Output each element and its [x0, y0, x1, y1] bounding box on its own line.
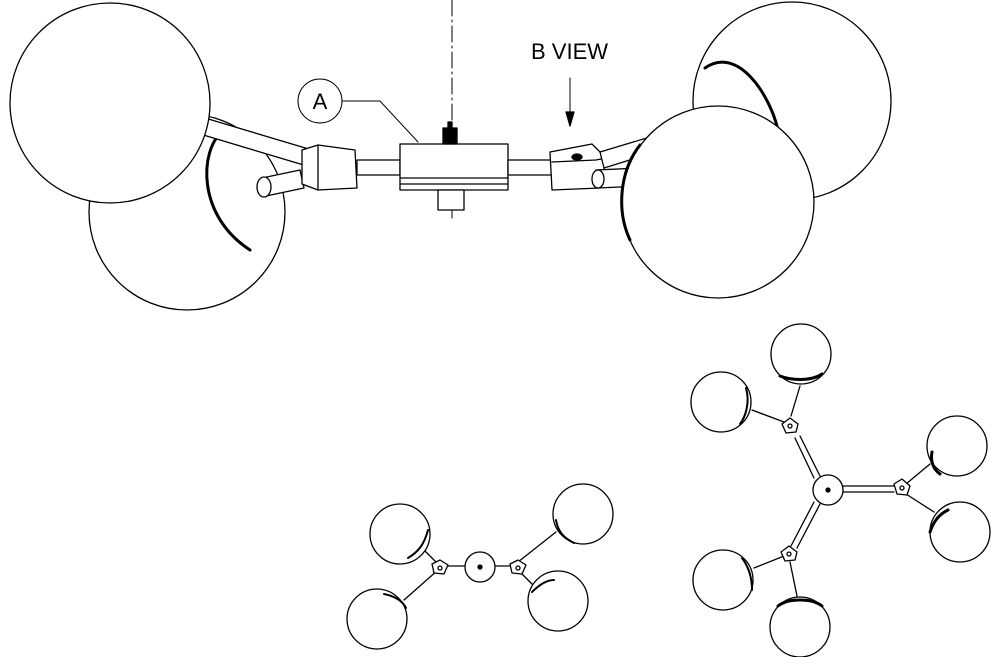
- left-connector: [301, 144, 358, 191]
- large-sphere-right-bottom: [929, 501, 991, 563]
- large-branch-rt: [905, 463, 931, 485]
- small-connector-left: [431, 559, 449, 575]
- sphere-right-rear-shadow: [703, 60, 780, 132]
- large-branch-ut: [790, 385, 801, 417]
- large-arm-lower: [796, 503, 821, 549]
- small-sphere-ll-shadow: [383, 593, 407, 609]
- small-arm-ur: [517, 531, 557, 563]
- large-sphere-right-top-shadow: [930, 450, 942, 476]
- small-sphere-ur: [552, 483, 614, 545]
- large-connector-bottom: [780, 545, 798, 562]
- small-connector-right: [509, 559, 527, 575]
- small-connector-right-hole: [515, 565, 521, 571]
- left-arm-lower-end: [256, 176, 272, 198]
- large-hub-center: [825, 487, 831, 493]
- small-sphere-ll: [346, 588, 408, 650]
- large-branch-ll: [753, 555, 785, 569]
- b-view-label: B VIEW: [531, 39, 608, 64]
- sphere-left-rear-shadow: [205, 130, 252, 252]
- hub-body: [399, 143, 509, 191]
- large-arm-upper-b: [794, 437, 815, 479]
- small-arm-ll: [403, 569, 439, 601]
- b-view-arrowhead: [565, 111, 575, 127]
- balloon-a-label: A: [313, 89, 328, 114]
- large-branch-lb: [789, 561, 798, 597]
- sphere-right-front-shadow: [620, 143, 642, 242]
- top-view-small: [346, 483, 614, 650]
- balloon-a: A: [297, 78, 419, 143]
- large-arm-upper: [799, 435, 821, 477]
- right-connector-hole: [571, 153, 583, 161]
- central-hub: [399, 121, 509, 211]
- side-view: A B VIEW: [9, 0, 892, 311]
- large-sphere-top: [770, 323, 832, 385]
- large-sphere-bottom-shadow: [776, 598, 824, 608]
- right-arm-lower-end: [591, 169, 605, 189]
- hub-bolt-stem: [447, 121, 453, 131]
- large-connector-right: [893, 478, 911, 496]
- large-sphere-upper-left-shadow: [739, 387, 749, 425]
- large-branch-ul: [751, 409, 785, 423]
- small-hub-center: [477, 564, 483, 570]
- large-connector-right-hole: [899, 485, 905, 491]
- sphere-right-front: [621, 105, 815, 299]
- small-sphere-ul-shadow: [407, 529, 429, 559]
- large-arm-lower-b: [790, 501, 815, 547]
- hub-nut-bottom: [437, 189, 465, 211]
- left-rod: [356, 159, 401, 176]
- sphere-left-front: [9, 2, 211, 204]
- large-sphere-bottom: [769, 596, 831, 657]
- large-connector-top-hole: [787, 423, 793, 429]
- left-arm-assembly: [199, 117, 401, 198]
- small-sphere-ul: [369, 503, 431, 565]
- right-rod: [507, 159, 553, 176]
- large-sphere-lower-left: [692, 549, 754, 611]
- large-sphere-lower-left-shadow: [741, 557, 753, 591]
- small-sphere-ur-shadow: [555, 519, 575, 544]
- large-connector-top: [781, 417, 799, 434]
- large-sphere-right-bottom-shadow: [928, 508, 950, 534]
- large-sphere-upper-left: [690, 371, 752, 433]
- balloon-a-leader: [341, 100, 419, 143]
- small-connector-left-hole: [437, 565, 443, 571]
- top-view-large: [690, 323, 991, 657]
- small-sphere-lr-shadow: [531, 579, 555, 593]
- large-connector-bottom-hole: [786, 551, 792, 557]
- large-branch-rb: [905, 493, 935, 513]
- large-sphere-top-shadow: [778, 372, 824, 381]
- large-sphere-right-top: [926, 415, 988, 477]
- b-view-callout: B VIEW: [531, 39, 608, 127]
- small-sphere-lr: [527, 570, 589, 632]
